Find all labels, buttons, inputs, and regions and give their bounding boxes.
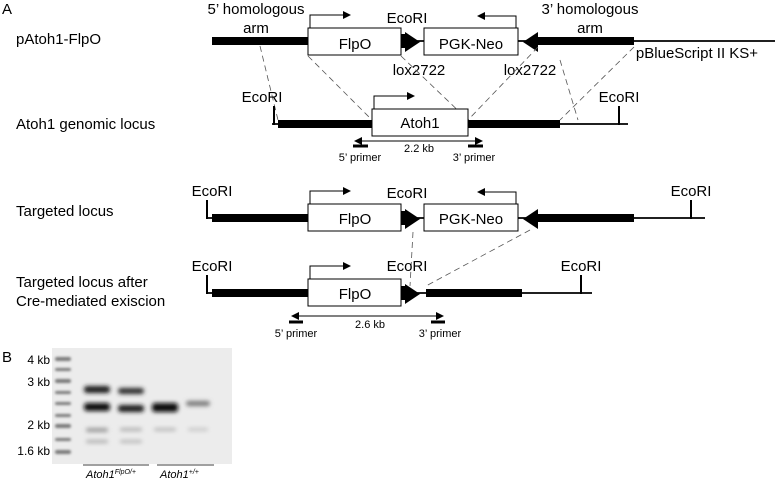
targeted-lox-1	[405, 209, 420, 229]
excised-amplicon-size: 2.6 kb	[355, 319, 385, 331]
targeted-pgk-neo-box	[423, 203, 519, 232]
targeted-ecori-marker	[401, 211, 405, 225]
ecori-label-left: EcoRI	[242, 89, 283, 106]
genotype1-base: Atoh1	[85, 469, 115, 481]
primer-5-label: 5’ primer	[339, 152, 382, 164]
excised-primer-3-label: 3’ primer	[419, 328, 462, 340]
five-arm-label-1: 5’ homologous	[207, 1, 304, 18]
targeted-5-arm	[212, 214, 308, 222]
primer-3-label: 3’ primer	[453, 152, 496, 164]
ladder-label-3kb: 3 kb	[27, 375, 50, 389]
pgk-neo-label: PGK-Neo	[439, 36, 503, 53]
excised-flpo-box	[307, 278, 402, 307]
five-arm-label-2: arm	[243, 20, 269, 37]
row-label-targeted: Targeted locus	[16, 203, 114, 220]
lox-label-1: lox2722	[393, 62, 446, 79]
excised-lox	[405, 284, 420, 304]
plasmid-construct: FlpO PGK-Neo 5’ homologous arm 3’ homolo…	[207, 1, 775, 79]
ecori-label-right: EcoRI	[599, 89, 640, 106]
genotype2-sup: +/+	[189, 469, 199, 476]
excised-ecori-mid: EcoRI	[387, 258, 428, 275]
flpo-promoter-arrow	[309, 11, 351, 28]
five-prime-arm	[212, 37, 308, 45]
targeted-neo-arrow	[477, 188, 517, 204]
excised-flpo-label: FlpO	[339, 286, 372, 303]
pgk-neo-box	[423, 27, 519, 56]
gel-panel: 4 kb 3 kb 2 kb 1.6 kb	[17, 348, 232, 481]
excised-locus: FlpO EcoRI EcoRI EcoRI 5’ primer 3’ prim…	[192, 258, 602, 340]
atoh1-promoter-arrow	[373, 92, 415, 109]
targeted-lox-2	[523, 209, 538, 229]
excised-3-arm	[426, 289, 522, 297]
panel-a-label: A	[2, 1, 12, 18]
targeted-ecori-left: EcoRI	[192, 183, 233, 200]
genotype2-base: Atoh1	[159, 469, 189, 481]
targeted-locus: FlpO PGK-Neo EcoRI EcoRI EcoRI	[192, 183, 712, 232]
genotype1-sup: FlpO/+	[115, 469, 136, 476]
targeted-3-arm	[538, 214, 634, 222]
lox-site-2	[523, 32, 538, 52]
ladder-lane	[55, 357, 71, 454]
targeted-ecori-right: EcoRI	[671, 183, 712, 200]
genotype2-label: Atoh1+/+	[159, 469, 199, 481]
panel-b-label: B	[2, 349, 12, 366]
genomic-locus: Atoh1 EcoRI EcoRI 5’ primer 3’ primer 2.…	[242, 89, 640, 164]
row-label-plasmid: pAtoh1-FlpO	[16, 31, 101, 48]
targeted-ecori-mid: EcoRI	[387, 185, 428, 202]
sample-bands	[84, 386, 210, 443]
ladder-label-4kb: 4 kb	[27, 353, 50, 367]
targeted-flpo-label: FlpO	[339, 211, 372, 228]
row-label-excised-line2: Cre-mediated exiscion	[16, 293, 165, 310]
row-label-genomic: Atoh1 genomic locus	[16, 116, 155, 133]
ladder-label-2kb: 2 kb	[27, 418, 50, 432]
amplicon-size: 2.2 kb	[404, 143, 434, 155]
ladder-label-1-6kb: 1.6 kb	[17, 444, 50, 458]
ecori-label: EcoRI	[387, 10, 428, 27]
excised-ecori-left: EcoRI	[192, 258, 233, 275]
three-prime-arm	[538, 37, 634, 45]
genotype1-label: Atoh1FlpO/+	[85, 469, 136, 481]
atoh1-box	[371, 108, 469, 137]
excised-5-arm	[212, 289, 308, 297]
ecori-site-marker	[401, 34, 405, 48]
excision-lines	[409, 229, 531, 287]
atoh1-label: Atoh1	[400, 115, 439, 132]
excised-ecori-marker	[401, 286, 405, 300]
flpo-label: FlpO	[339, 36, 372, 53]
three-arm-label-1: 3’ homologous	[541, 1, 638, 18]
excised-flpo-arrow	[309, 262, 351, 279]
targeted-flpo-arrow	[309, 187, 351, 204]
targeted-flpo-box	[307, 203, 402, 232]
vector-label: pBlueScript II KS+	[636, 45, 758, 62]
neo-promoter-arrow	[477, 12, 517, 28]
lox-site-1	[405, 32, 420, 52]
excised-ecori-right: EcoRI	[561, 258, 602, 275]
excised-primer-5-label: 5’ primer	[275, 328, 318, 340]
three-arm-label-2: arm	[577, 20, 603, 37]
row-label-excised-line1: Targeted locus after	[16, 274, 148, 291]
lox-label-2: lox2722	[504, 62, 557, 79]
targeted-pgk-neo-label: PGK-Neo	[439, 211, 503, 228]
